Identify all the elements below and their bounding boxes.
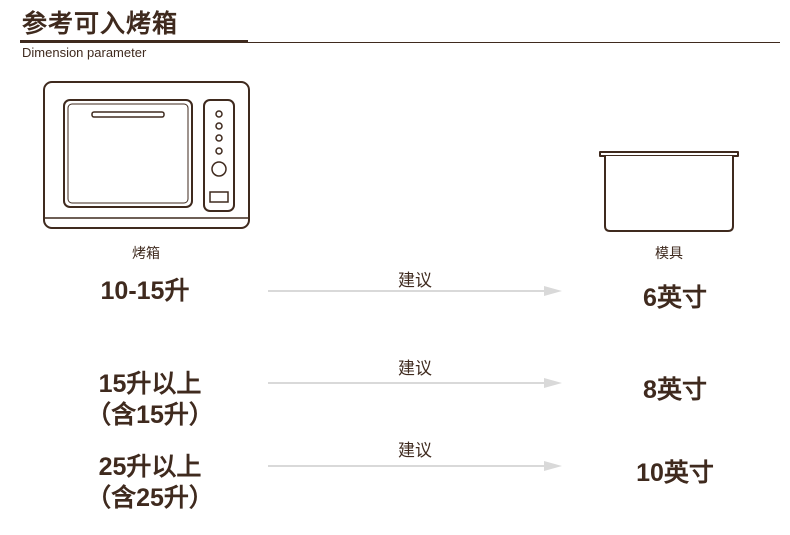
page-title: 参考可入烤箱 (22, 10, 179, 38)
mold-size-row-3: 10英寸 (636, 459, 714, 487)
oven-capacity-row-1: 10-15升 (80, 276, 210, 307)
suggest-label-row-2: 建议 (398, 359, 432, 378)
oven-capacity-row-3: 25升以上 （含25升） (80, 452, 220, 514)
arrow-row-1 (268, 286, 562, 296)
oven-capacity-line1: 25升以上 (98, 453, 202, 481)
arrow-row-3 (268, 461, 562, 471)
mold-caption: 模具 (655, 245, 683, 261)
oven-capacity-line2: （含25升） (86, 484, 214, 512)
suggest-label-row-1: 建议 (398, 271, 432, 290)
oven-capacity-row-2: 15升以上 （含15升） (80, 369, 220, 431)
mold-size-row-1: 6英寸 (643, 284, 707, 312)
cake-mold-icon (599, 151, 739, 232)
page-subtitle: Dimension parameter (22, 45, 147, 60)
oven-icon (43, 81, 250, 229)
oven-capacity-line1: 10-15升 (100, 277, 190, 305)
oven-caption: 烤箱 (132, 245, 160, 261)
oven-capacity-line1: 15升以上 (98, 370, 202, 398)
oven-capacity-line2: （含15升） (86, 401, 214, 429)
mold-size-row-2: 8英寸 (643, 376, 707, 404)
arrow-row-2 (268, 378, 562, 388)
title-underline (20, 40, 248, 43)
header-divider (20, 42, 780, 43)
suggest-label-row-3: 建议 (398, 441, 432, 460)
